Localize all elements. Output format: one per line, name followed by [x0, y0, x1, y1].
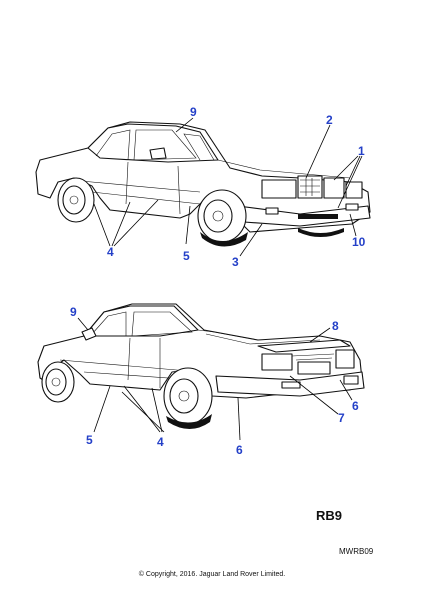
callout-4-front: 4 — [107, 245, 114, 259]
callout-2: 2 — [326, 113, 333, 127]
callout-4-rear: 4 — [157, 435, 164, 449]
callout-10: 10 — [352, 235, 366, 249]
callout-9-rear: 9 — [70, 305, 77, 319]
callout-8: 8 — [332, 319, 339, 333]
car-rear-view — [37, 303, 365, 429]
copyright-notice: © Copyright, 2016. Jaguar Land Rover Lim… — [138, 571, 286, 578]
reference-code: RB9 — [316, 508, 343, 523]
callout-6-rear-right: 6 — [352, 399, 359, 413]
callout-6-rear-bottom: 6 — [236, 443, 243, 457]
front-view-leaders — [93, 117, 363, 257]
callout-5-rear: 5 — [86, 433, 93, 447]
callout-9-front: 9 — [190, 105, 197, 119]
car-front-view — [35, 121, 371, 247]
callout-1: 1 — [358, 144, 365, 158]
callout-7: 7 — [338, 411, 345, 425]
callout-5-front: 5 — [183, 249, 190, 263]
illustration-id: MWRB09 — [339, 547, 374, 556]
callout-3: 3 — [232, 255, 239, 269]
rear-view-leaders — [77, 317, 353, 441]
